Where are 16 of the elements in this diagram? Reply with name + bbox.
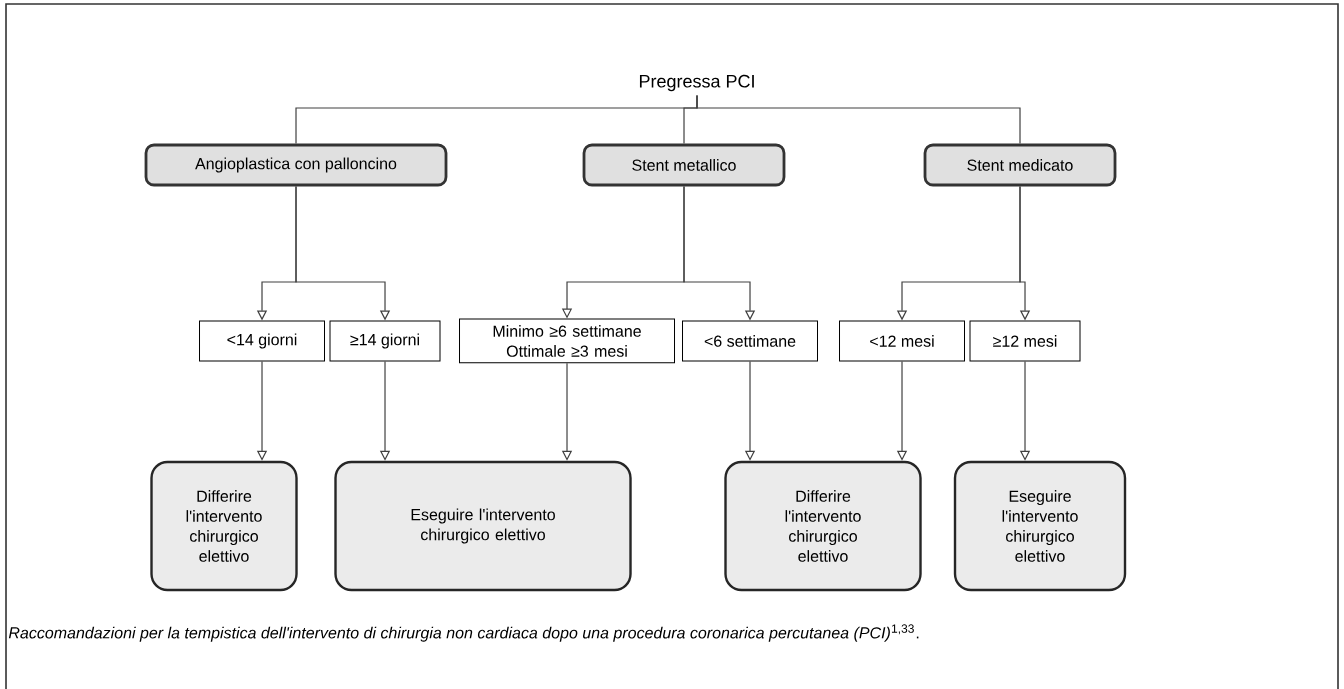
category-box: Angioplastica con palloncino — [144, 143, 448, 187]
connector — [696, 94, 1021, 145]
interval-box: <6 settimane — [682, 320, 818, 362]
interval-box: ≥14 giorni — [329, 320, 441, 362]
category-box: Stent metallico — [582, 143, 786, 187]
interval-box: <12 mesi — [839, 320, 965, 362]
category-box: Stent medicato — [923, 143, 1117, 187]
recommendation-box: Eseguire l'intervento chirurgico elettivo — [334, 460, 632, 592]
recommendation-box: Eseguire l'intervento chirurgico elettivo — [953, 460, 1127, 592]
interval-box: Minimo ≥6 settimane Ottimale ≥3 mesi — [459, 318, 675, 364]
interval-box: <14 giorni — [199, 320, 325, 362]
heading-text: Pregressa PCI — [639, 74, 754, 92]
recommendation-box: Differire l'intervento chirurgico elettivo — [150, 460, 298, 592]
interval-box: ≥12 mesi — [969, 320, 1081, 362]
caption-text: Raccomandazioni per la tempistica dell'intervento di chirurgia non cardiaca dopo una procedura coronarica percutanea (PCI)$^{1,33}$. — [8, 624, 919, 642]
recommendation-box: Differire l'intervento chirurgico elettivo — [724, 460, 922, 592]
